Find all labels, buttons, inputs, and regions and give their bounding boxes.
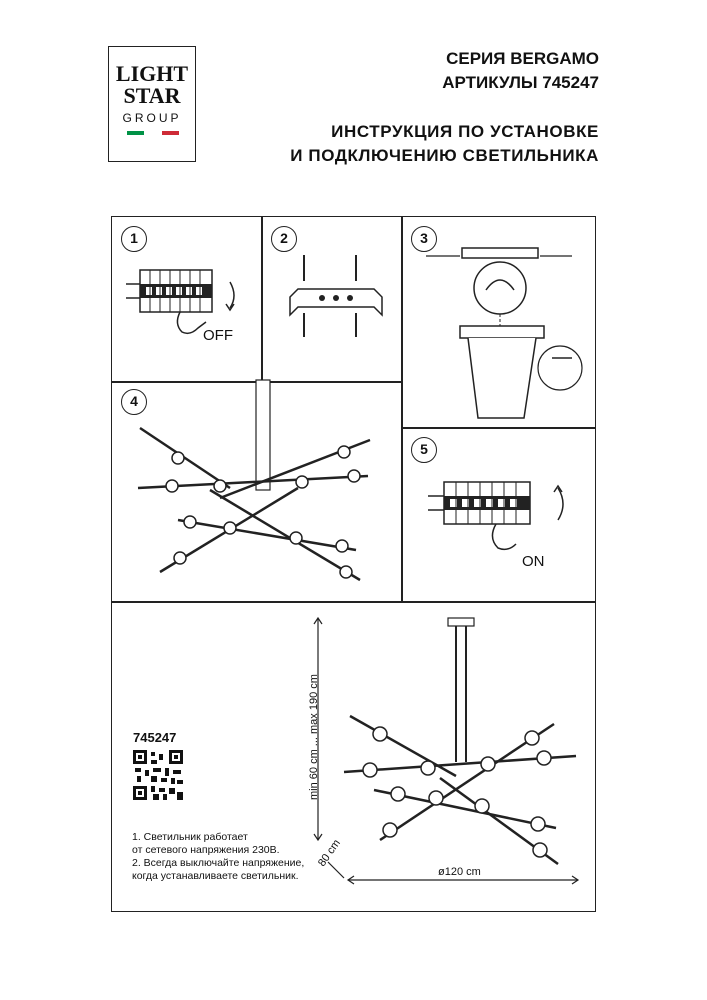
note-line-1: 1. Светильник работает bbox=[132, 831, 248, 843]
on-label: ON bbox=[522, 553, 545, 570]
italian-flag-icon bbox=[127, 131, 179, 135]
logo-line-3: GROUP bbox=[122, 111, 182, 125]
articles-heading: АРТИКУЛЫ 745247 bbox=[442, 73, 599, 92]
note-line-2: от сетевого напряжения 230В. bbox=[132, 844, 280, 856]
safety-notes: 1. Светильник работает от сетевого напря… bbox=[132, 831, 304, 883]
mounting-bracket-illustration bbox=[289, 255, 383, 337]
grid-line bbox=[261, 381, 401, 383]
step-1-number: 1 bbox=[121, 226, 147, 252]
grid-line bbox=[401, 427, 596, 429]
step-2-number: 2 bbox=[271, 226, 297, 252]
step-5-number: 5 bbox=[411, 437, 437, 463]
title-line-1: ИНСТРУКЦИЯ ПО УСТАНОВКЕ bbox=[331, 122, 599, 141]
off-label: OFF bbox=[203, 327, 233, 344]
instruction-frame bbox=[111, 216, 596, 912]
logo-line-1: LIGHT bbox=[115, 61, 189, 86]
grid-line bbox=[261, 216, 263, 381]
step-4-number: 4 bbox=[121, 389, 147, 415]
step-3-number: 3 bbox=[411, 226, 437, 252]
note-line-3: 2. Всегда выключайте напряжение, bbox=[132, 857, 305, 869]
breaker-on-illustration bbox=[428, 481, 564, 551]
product-article: 745247 bbox=[133, 730, 177, 745]
diameter-dimension: ø120 cm bbox=[438, 866, 481, 878]
logo-line-2: STAR bbox=[123, 83, 181, 108]
series-heading: СЕРИЯ BERGAMO bbox=[446, 49, 599, 68]
grid-line bbox=[401, 216, 403, 601]
height-dimension: min 60 cm ... max 190 cm bbox=[308, 674, 320, 800]
note-line-4: когда устанавливаете светильник. bbox=[132, 870, 299, 882]
fixture-dimensions-illustration bbox=[313, 616, 580, 885]
grid-line bbox=[111, 381, 261, 383]
grid-line bbox=[111, 601, 596, 603]
breaker-off-illustration bbox=[126, 269, 235, 335]
fixture-assembly-illustration bbox=[137, 379, 371, 582]
title-line-2: И ПОДКЛЮЧЕНИЮ СВЕТИЛЬНИКА bbox=[290, 146, 599, 165]
brand-logo: LIGHT STAR GROUP bbox=[108, 46, 196, 162]
qr-code-icon[interactable] bbox=[133, 750, 183, 800]
ceiling-wiring-illustration bbox=[426, 247, 583, 419]
